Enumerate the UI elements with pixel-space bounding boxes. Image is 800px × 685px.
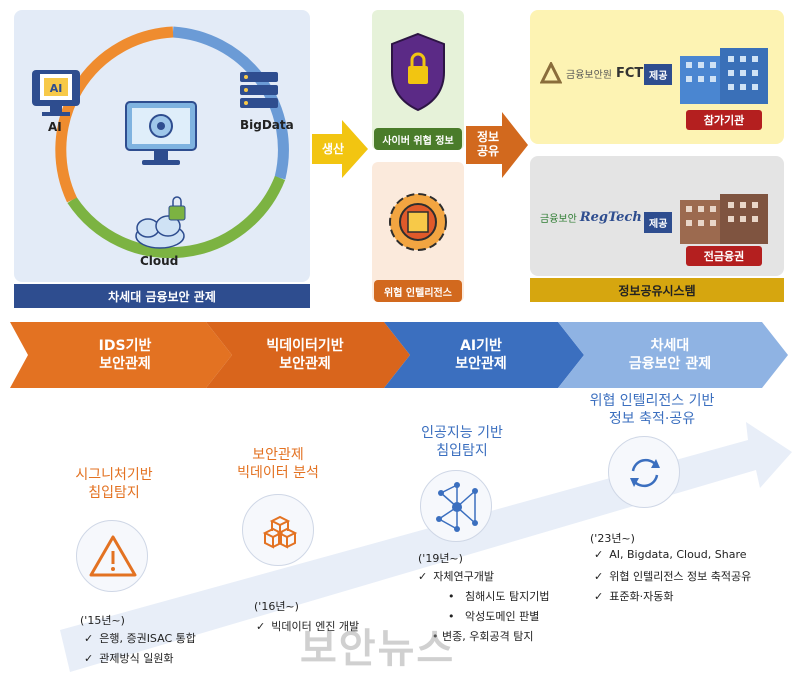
signature-year: ('15년~) (80, 614, 125, 627)
stage-4-line1: 차세대 (650, 338, 690, 354)
fcti-logo: 금융보안원 FCTI (540, 62, 648, 84)
node-label-ai: AI (48, 120, 62, 134)
stage-4-label: 차세대 금융보안 관제 (580, 322, 760, 388)
signature-title-line1: 시그니처기반 (75, 467, 153, 483)
node-label-cloud: Cloud (140, 254, 179, 268)
participants-label: 참가기관 (686, 110, 762, 130)
stage-3-line1: AI기반 (460, 338, 502, 354)
ring-arc-green (67, 175, 286, 259)
intel-item-2: ✓위협 인텔리전스 정보 축적공유 (594, 570, 752, 583)
bigdata-title-line1: 보안관제 (252, 447, 304, 463)
ai-item-1: ✓자체연구개발 (418, 570, 494, 583)
share-arrow (466, 112, 528, 178)
bigdata-title: 보안관제 빅데이터 분석 (208, 446, 348, 482)
stage-1-line2: 보안관제 (99, 356, 151, 372)
bigdata-item-1: ✓빅데이터 엔진 개발 (256, 620, 360, 633)
threat-intel-pill: 위협 인텔리전스 (374, 280, 462, 302)
cyber-threat-pill: 사이버 위협 정보 (374, 128, 462, 150)
ai-title: 인공지능 기반 침입탐지 (392, 424, 532, 460)
fcti-code: FCTI (616, 65, 649, 81)
technology-cycle: AI (32, 26, 289, 259)
fcti-emblem-icon (540, 62, 562, 84)
signature-title-line2: 침입탐지 (88, 485, 140, 501)
threat-intel-card (372, 162, 464, 302)
intel-item-1: ✓AI, Bigdata, Cloud, Share (594, 548, 747, 561)
bigdata-year: ('16년~) (254, 600, 299, 613)
warning-icon (89, 535, 137, 577)
intel-item-1-text: AI, Bigdata, Cloud, Share (609, 548, 747, 561)
bigdata-title-line2: 빅데이터 분석 (237, 465, 319, 481)
ai-subitem-3-text: 변종, 우회공격 탐지 (442, 630, 534, 643)
signature-title: 시그니처기반 침입탐지 (44, 466, 184, 502)
ai-subitem-1-text: 침해시도 탐지기법 (464, 590, 550, 603)
ai-subitem-2-text: 악성도메인 판별 (464, 610, 540, 623)
intel-circle (608, 436, 680, 508)
signature-item-1-text: 은행, 증권ISAC 통합 (99, 632, 196, 645)
bigdata-item-1-text: 빅데이터 엔진 개발 (271, 620, 360, 633)
regtech-provide-tag: 제공 (644, 212, 673, 233)
ai-subitem-3: • 변종, 우회공격 탐지 (432, 630, 534, 643)
regtech-logo-mid: RegTech (579, 210, 642, 225)
cloud-lock-icon (135, 196, 186, 249)
participants-building-icon (680, 48, 768, 104)
bigdata-server-icon (240, 72, 278, 108)
share-label-line1: 정보 (476, 130, 500, 144)
stage-1-label: IDS기반 보안관제 (40, 322, 210, 388)
regtech-logo-left: 금융보안 (540, 214, 577, 225)
ai-title-line1: 인공지능 기반 (421, 425, 503, 441)
cubes-icon (262, 515, 298, 549)
bigdata-circle (242, 494, 314, 566)
intel-title-line2: 정보 축적·공유 (608, 411, 696, 427)
ai-title-line2: 침입탐지 (436, 443, 488, 459)
signature-item-1: ✓은행, 증권ISAC 통합 (84, 632, 196, 645)
stage-3-line2: 보안관제 (455, 356, 507, 372)
signature-item-2: ✓관제방식 일원화 (84, 652, 174, 665)
stage-chevron-4 (558, 322, 788, 388)
stage-2-line2: 보안관제 (279, 356, 331, 372)
monitor-icon (125, 101, 197, 165)
produce-label: 생산 (321, 142, 345, 156)
stage-chevron-2 (206, 322, 410, 388)
share-label: 정보 공유 (472, 130, 504, 158)
shield-lock-icon (391, 32, 445, 112)
stage-2-line1: 빅데이터기반 (266, 338, 344, 354)
cyber-threat-card (372, 10, 464, 150)
stage-4-line2: 금융보안 관제 (628, 356, 712, 372)
finance-building-icon (680, 194, 768, 244)
stage-2-label: 빅데이터기반 보안관제 (220, 322, 390, 388)
fcti-provide-tag: 제공 (644, 64, 673, 85)
intel-title: 위협 인텔리전스 기반 정보 축적·공유 (562, 392, 742, 428)
ai-subitem-2: • 악성도메인 판별 (448, 610, 540, 623)
ai-chip-icon: AI (32, 70, 80, 116)
ai-chip-text: AI (50, 82, 63, 95)
nextgen-monitoring-bar: 차세대 금융보안 관제 (14, 284, 310, 308)
intel-item-3: ✓표준화·자동화 (594, 590, 674, 603)
ai-subitem-1: • 침해시도 탐지기법 (448, 590, 550, 603)
progress-arrow (60, 422, 792, 672)
node-label-bigdata: BigData (240, 118, 294, 132)
stage-3-label: AI기반 보안관제 (396, 322, 566, 388)
stage-chevrons (10, 322, 788, 388)
sharing-system-bar: 정보공유시스템 (530, 278, 784, 302)
share-label-line2: 공유 (476, 144, 500, 158)
all-finance-label: 전금융권 (686, 246, 762, 266)
intel-year: ('23년~) (590, 532, 635, 545)
signature-circle (76, 520, 148, 592)
stage-chevron-3 (384, 322, 584, 388)
intel-item-3-text: 표준화·자동화 (609, 590, 674, 603)
gear-chip-icon (389, 193, 447, 251)
watermark: 보안뉴스 (300, 626, 456, 672)
intel-title-line1: 위협 인텔리전스 기반 (589, 393, 715, 409)
stage-chevron-1 (10, 322, 232, 388)
ai-circle (420, 470, 492, 542)
sync-icon (630, 458, 660, 488)
produce-arrow (312, 120, 368, 178)
fcti-logo-text: 금융보안원 (566, 69, 612, 81)
ai-year: ('19년~) (418, 552, 463, 565)
ai-item-1-text: 자체연구개발 (433, 570, 494, 583)
intel-item-2-text: 위협 인텔리전스 정보 축적공유 (609, 570, 752, 583)
stage-1-line1: IDS기반 (98, 338, 152, 354)
network-icon (436, 482, 478, 532)
signature-item-2-text: 관제방식 일원화 (99, 652, 174, 665)
